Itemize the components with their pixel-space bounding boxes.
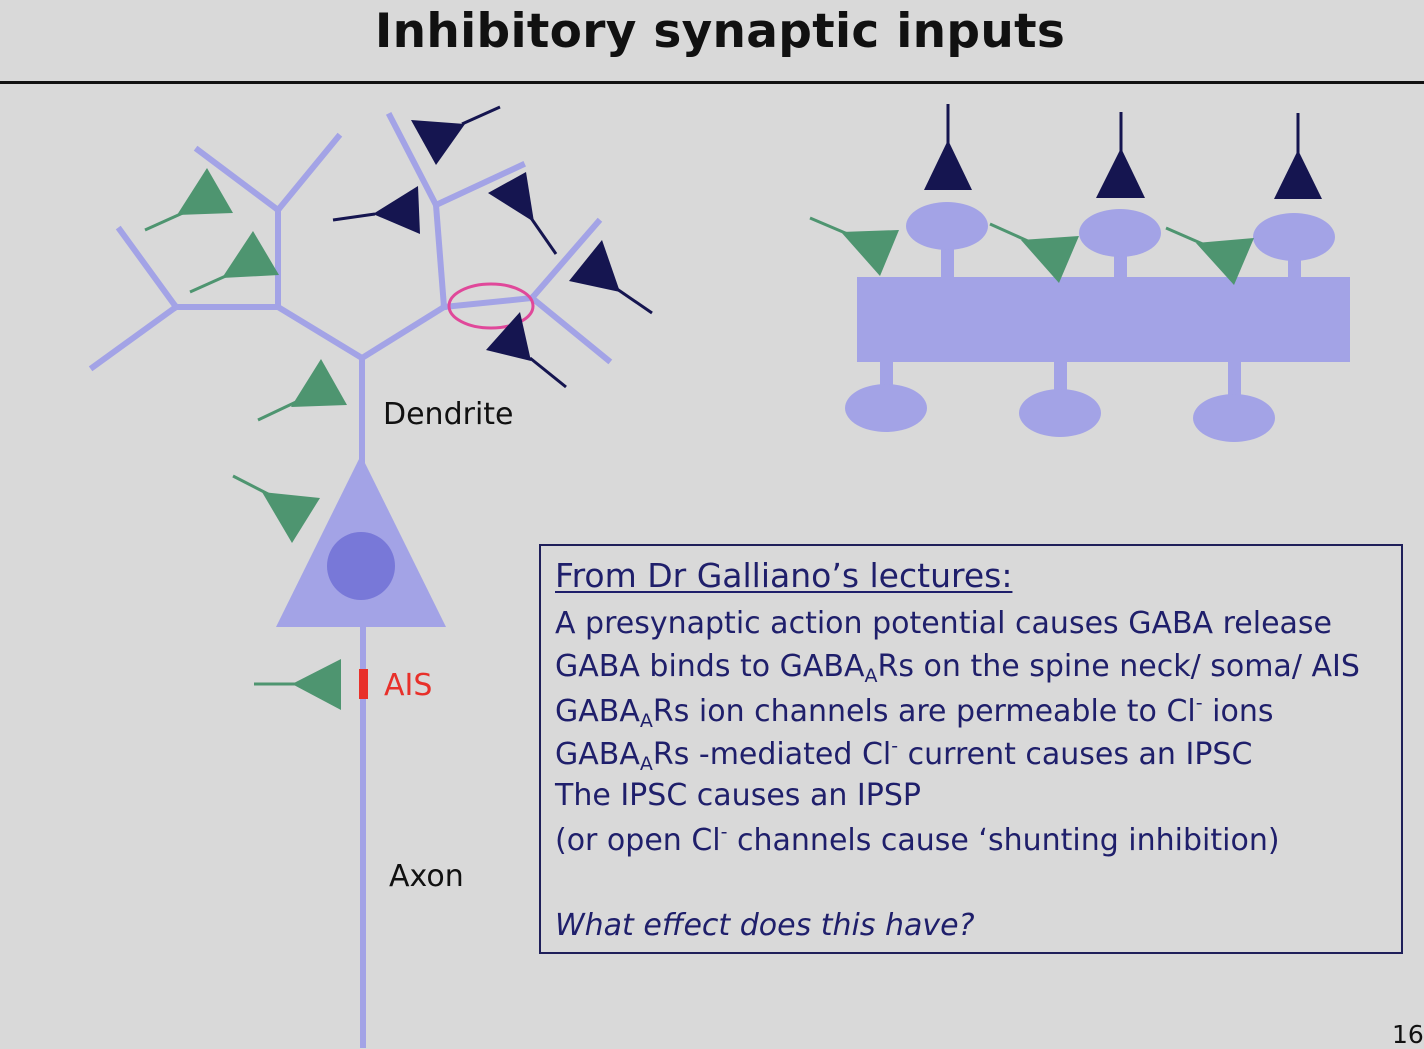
inhibitory-synapse xyxy=(569,240,653,315)
nucleus xyxy=(327,532,395,600)
notes-line-6: (or open Cl- channels cause ‘shunting in… xyxy=(555,821,1280,858)
inhibitory-synapse xyxy=(411,105,501,165)
notes-line-3: GABAARs ion channels are permeable to Cl… xyxy=(555,692,1274,732)
axon-label: Axon xyxy=(389,859,464,894)
inhibitory-synapses xyxy=(332,105,653,389)
notes-line-4: GABAARs -mediated Cl- current causes an … xyxy=(555,735,1253,775)
dendrite-label: Dendrite xyxy=(383,397,514,432)
page-number: 16 xyxy=(1392,1020,1424,1049)
excitatory-synapses xyxy=(144,168,347,710)
notes-question: What effect does this have? xyxy=(555,908,975,943)
excitatory-synapse xyxy=(254,659,341,710)
highlight-circle xyxy=(447,282,535,330)
ais-marker xyxy=(359,669,368,699)
dendrite-shaft xyxy=(857,277,1350,362)
slide-title: Inhibitory synaptic inputs xyxy=(374,4,1066,59)
ais-label: AIS xyxy=(384,668,433,703)
inhibitory-synapse xyxy=(486,312,567,389)
notes-line-1: A presynaptic action potential causes GA… xyxy=(555,606,1332,641)
title-divider xyxy=(0,81,1424,84)
excitatory-synapse xyxy=(144,168,233,232)
dendrite-segment-diagram xyxy=(809,104,1350,442)
notes-line-5: The IPSC causes an IPSP xyxy=(555,778,921,813)
notes-line-2: GABA binds to GABAARs on the spine neck/… xyxy=(555,649,1360,687)
inhibitory-synapse xyxy=(488,172,558,255)
excitatory-synapse xyxy=(232,474,320,543)
excitatory-synapse xyxy=(189,231,279,294)
inhibitory-synapse xyxy=(332,186,420,234)
notes-heading: From Dr Galliano’s lectures: xyxy=(555,556,1013,595)
lecture-notes-box: From Dr Galliano’s lectures: A presynapt… xyxy=(539,544,1403,954)
excitatory-synapse xyxy=(257,359,347,422)
dendritic-tree xyxy=(88,111,613,1048)
